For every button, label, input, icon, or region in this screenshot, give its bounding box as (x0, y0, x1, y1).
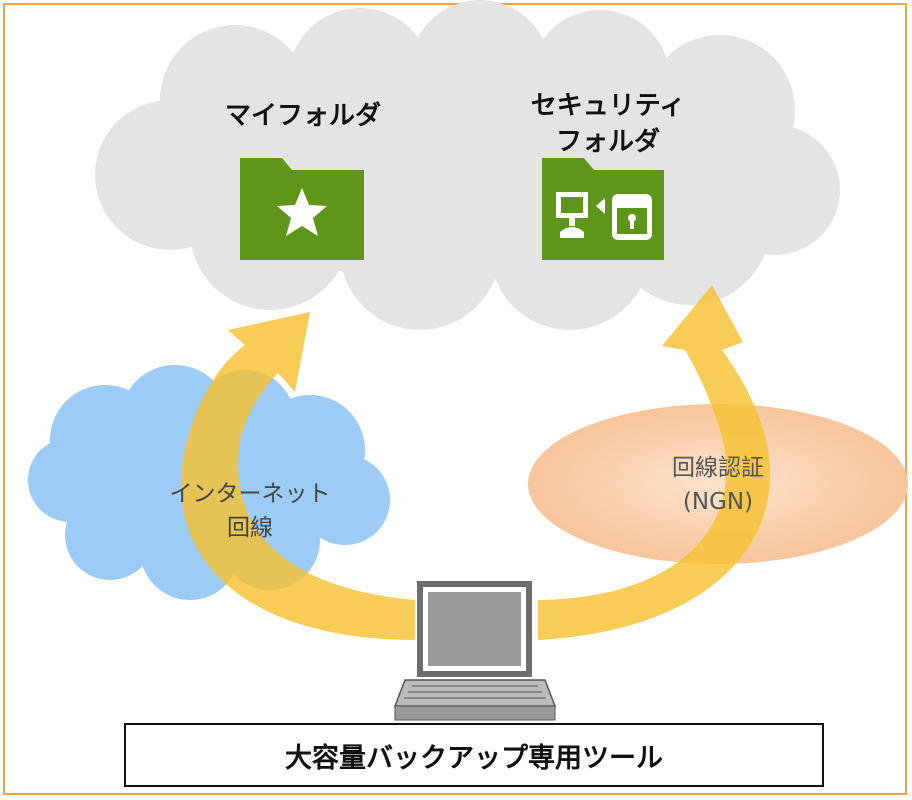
security-folder-title-line1: セキュリティ (530, 91, 686, 121)
ngn-oval (528, 404, 908, 564)
tool-label: 大容量バックアップ専用ツール (285, 742, 663, 774)
cloud-storage (95, 0, 840, 330)
laptop-icon (393, 581, 557, 721)
ngn-route-label-line2: (NGN) (682, 489, 754, 515)
internet-route-label-line2: 回線 (227, 515, 273, 541)
security-camera-lock-folder-icon (542, 158, 664, 260)
diagram-frame (3, 3, 907, 795)
security-folder-title-line2: フォルダ (555, 127, 660, 157)
ngn-route-label-line1: 回線認証 (672, 455, 764, 481)
tool-label-box: 大容量バックアップ専用ツール (124, 723, 824, 787)
left-upload-arrow (181, 312, 415, 640)
internet-route-label-line1: インターネット (169, 481, 331, 507)
my-folder-title: マイフォルダ (224, 101, 381, 131)
star-folder-icon (240, 158, 364, 260)
right-upload-arrow (538, 285, 771, 640)
